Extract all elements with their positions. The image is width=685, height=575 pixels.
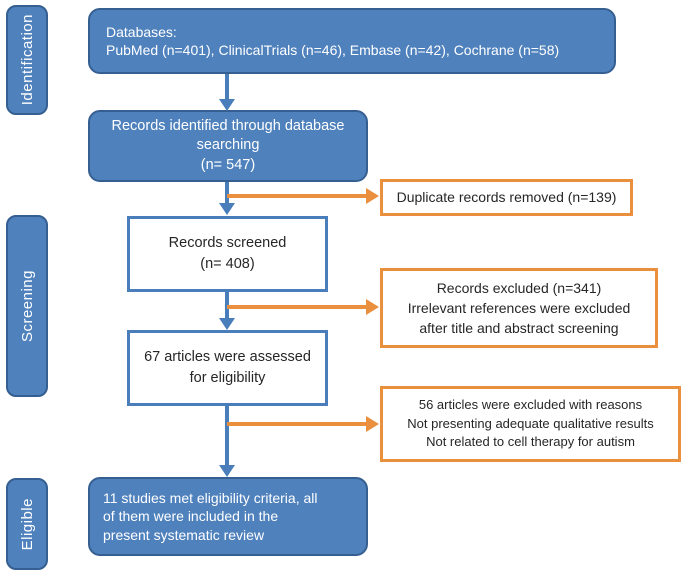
- arrow-identified-to-screened-head: [219, 203, 235, 215]
- box-databases: Databases: PubMed (n=401), ClinicalTrial…: [88, 8, 616, 74]
- stage-label-identification: Identification: [6, 5, 48, 115]
- arrow-to-records-excluded-line: [227, 305, 367, 309]
- box-records-identified: Records identified through database sear…: [88, 110, 368, 182]
- box-records-excluded: Records excluded (n=341) Irrelevant refe…: [380, 268, 658, 348]
- arrow-assessed-to-included-head: [219, 465, 235, 477]
- stage-label-eligible: Eligible: [6, 478, 48, 570]
- stage-label-identification-text: Identification: [18, 14, 36, 106]
- box-studies-included: 11 studies met eligibility criteria, all…: [88, 477, 368, 556]
- arrow-identified-to-screened-line: [225, 182, 229, 204]
- arrow-to-articles-excluded-head: [366, 416, 379, 432]
- arrow-to-articles-excluded-line: [227, 422, 367, 426]
- arrow-to-records-excluded-head: [366, 299, 379, 315]
- arrow-screened-to-assessed-head: [219, 318, 235, 330]
- arrow-to-duplicates-head: [366, 188, 379, 204]
- box-articles-excluded: 56 articles were excluded with reasons N…: [380, 386, 681, 462]
- arrow-to-duplicates-line: [227, 194, 367, 198]
- box-duplicates-removed: Duplicate records removed (n=139): [380, 179, 633, 216]
- box-records-screened: Records screened (n= 408): [127, 216, 328, 292]
- arrow-assessed-to-included-line: [225, 406, 229, 466]
- arrow-databases-to-identified-line: [225, 74, 229, 100]
- arrow-databases-to-identified-head: [219, 99, 235, 111]
- box-articles-assessed: 67 articles were assessed for eligibilit…: [127, 330, 328, 406]
- stage-label-screening: Screening: [6, 215, 48, 397]
- stage-label-eligible-text: Eligible: [18, 497, 36, 551]
- stage-label-screening-text: Screening: [18, 269, 36, 343]
